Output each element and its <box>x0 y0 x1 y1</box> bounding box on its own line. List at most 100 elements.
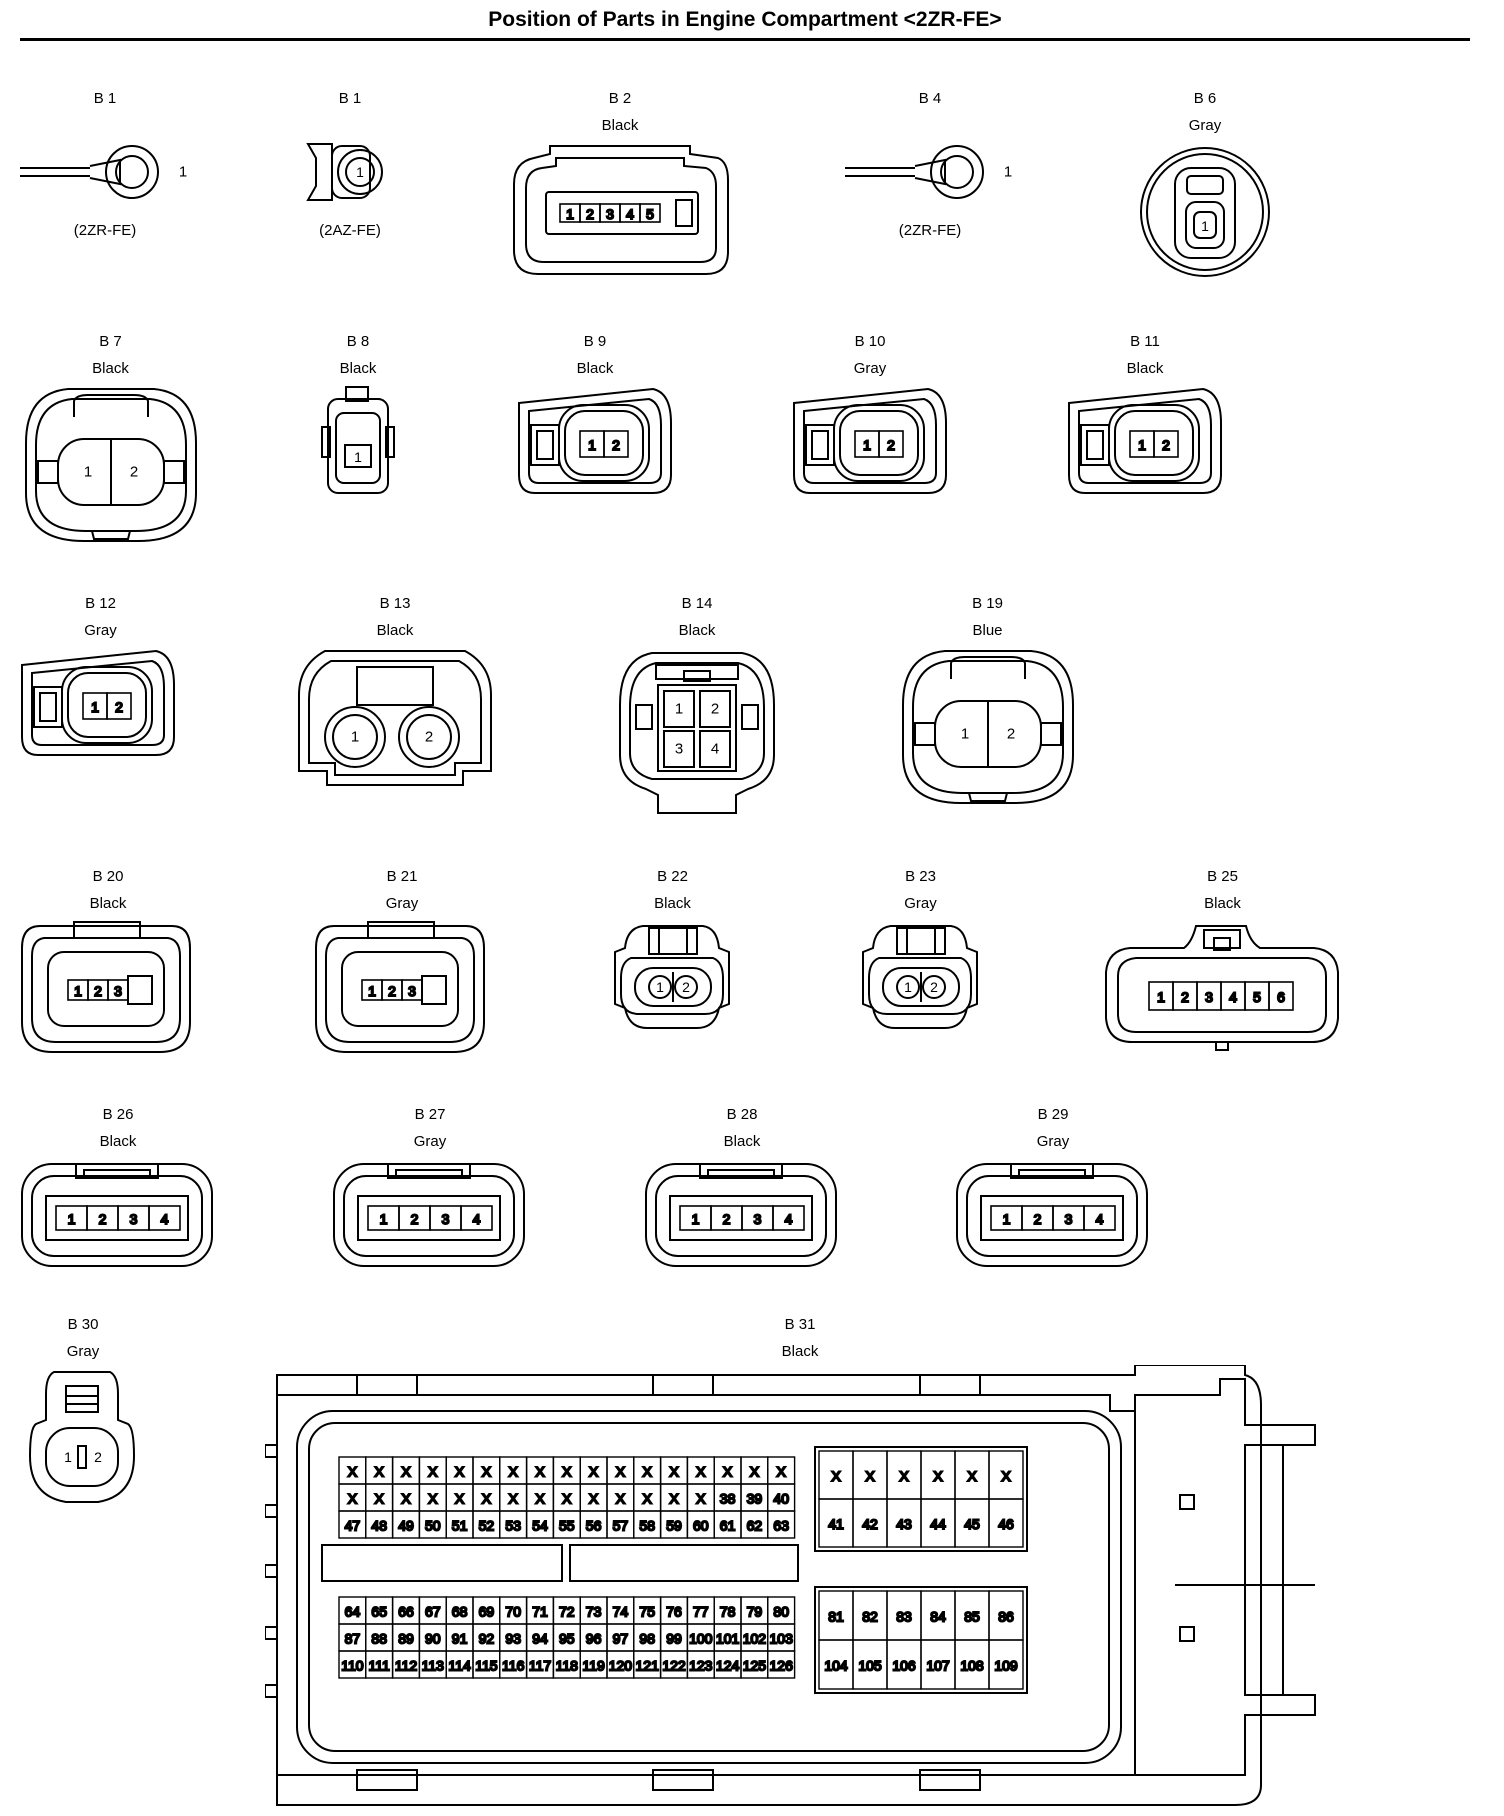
ecu-pin-number: X <box>509 1491 519 1507</box>
connector-id: B 21 <box>386 868 418 885</box>
pin-cavity <box>699 730 731 768</box>
ecu-pin-number: 46 <box>998 1516 1014 1532</box>
side-peg <box>265 1444 278 1458</box>
ecu-pin-number: 91 <box>452 1631 468 1647</box>
pin-number: 2 <box>1162 437 1170 453</box>
bottom-latch-2 <box>652 1769 714 1791</box>
housing-inner <box>528 397 662 484</box>
pin-number: 2 <box>682 979 690 995</box>
housing-inner <box>35 398 187 532</box>
cavity-frame <box>357 1195 501 1241</box>
ecu-pin-number: 51 <box>452 1518 468 1534</box>
pin-number: 2 <box>1007 726 1015 743</box>
ecu-pin-number: 48 <box>371 1518 387 1534</box>
ecu-pin-number: 123 <box>689 1658 713 1674</box>
lock-tab-slot <box>395 1169 463 1179</box>
terminal-pin <box>345 157 375 187</box>
connector-b1-2az: B 1 (2AZ-FE) 1 <box>280 90 420 250</box>
housing-inner <box>912 660 1064 794</box>
lock-tab-center <box>1213 937 1231 951</box>
pin-cavity <box>772 1205 805 1231</box>
pin-number: 1 <box>904 979 912 995</box>
ecu-pin-number: 108 <box>960 1658 984 1674</box>
housing-inner <box>525 157 717 263</box>
connector-id: B 22 <box>657 868 688 885</box>
housing-outer <box>793 387 947 494</box>
ecu-pin-number: 77 <box>693 1604 709 1620</box>
side-key-right <box>163 460 185 484</box>
ecu-pin-number: X <box>589 1491 599 1507</box>
lever-window-1 <box>1179 1494 1195 1510</box>
pin-number: 5 <box>646 206 654 222</box>
ecu-pin-number: 119 <box>582 1658 605 1674</box>
pin-number: 4 <box>1096 1211 1104 1227</box>
pin-number: 2 <box>887 437 895 453</box>
plug-face <box>341 951 459 1027</box>
pin-number: 5 <box>1253 989 1261 1005</box>
connector-id: B 29 <box>1037 1106 1069 1123</box>
side-rib-right <box>385 426 395 458</box>
lock-tab <box>655 664 739 680</box>
connector-color: Blue <box>972 622 1003 639</box>
pin-number: 2 <box>411 1211 419 1227</box>
ecu-pin-number: 72 <box>559 1604 575 1620</box>
plug-face <box>882 967 960 1007</box>
ecu-pin-number: X <box>967 1468 977 1484</box>
housing-outer <box>333 1163 525 1267</box>
cavity-frame <box>45 1195 189 1241</box>
ecu-pin-number: 107 <box>926 1658 950 1674</box>
side-peg <box>265 1626 278 1640</box>
housing-inner <box>31 937 181 1043</box>
connector-id: B 8 <box>346 333 370 350</box>
cavity-ring-1 <box>324 706 386 768</box>
connector-id: B 2 <box>608 90 632 107</box>
ecu-pin-number: 85 <box>964 1609 980 1625</box>
housing-inner <box>629 662 765 780</box>
connector-drawing: 1 <box>20 145 187 199</box>
pin-number: 1 <box>64 1449 72 1465</box>
connector-color: Gray <box>904 895 937 912</box>
lock-tab <box>65 1385 99 1413</box>
ecu-pin-number: 52 <box>479 1518 495 1534</box>
pin-number: 1 <box>351 729 359 746</box>
ecu-pin-number: 101 <box>716 1631 740 1647</box>
connector-id: B 31 <box>784 1316 816 1333</box>
ecu-pin-number: 89 <box>398 1631 414 1647</box>
connector-color: Black <box>99 1133 137 1150</box>
pin-cavity <box>922 975 946 999</box>
ecu-pin-number: 102 <box>743 1631 767 1647</box>
ecu-pin-number: 84 <box>930 1609 946 1625</box>
lever-body <box>1134 1378 1316 1776</box>
connector-id: B 28 <box>726 1106 758 1123</box>
housing-inner <box>325 937 475 1043</box>
pin-number: 2 <box>130 464 138 481</box>
cavity-frame <box>669 1195 813 1241</box>
lock-latch-window <box>536 430 554 460</box>
housing-outer <box>298 650 492 786</box>
lock-window <box>356 666 434 706</box>
ecu-pin-number: X <box>562 1491 572 1507</box>
ecu-pin-number: X <box>1001 1468 1011 1484</box>
connector-color: Black <box>1204 895 1241 912</box>
ecu-pin-number: X <box>696 1491 706 1507</box>
pin-cavity <box>699 690 731 728</box>
housing-outer <box>327 398 389 494</box>
ecu-pin-number: 49 <box>398 1518 414 1534</box>
pin-number: 1 <box>354 449 362 465</box>
connector-id: B 13 <box>379 595 411 612</box>
lock-tab <box>367 921 435 939</box>
